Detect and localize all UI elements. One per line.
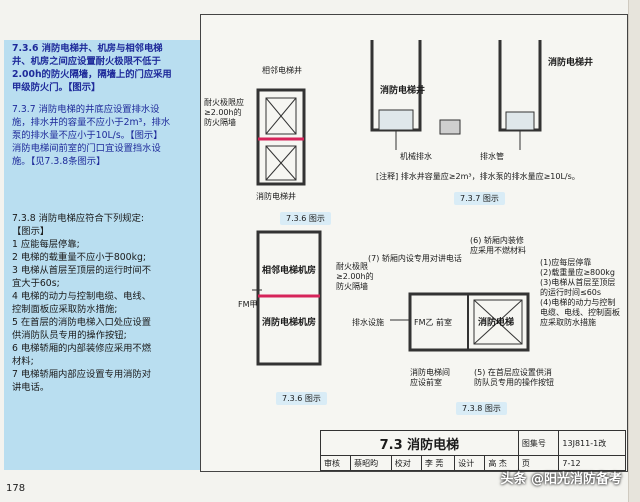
title-block-title: 7.3 消防电梯: [320, 430, 519, 456]
fig737-drain-right-label: 排水管: [480, 152, 504, 161]
clause-7-3-7-line2: 施，排水井的容量不应小于2m³，排水: [12, 117, 171, 128]
title-block-design-label: 设计: [454, 455, 486, 471]
clause-7-3-8-line12: 材料;: [12, 356, 34, 367]
fig736b-wall-label-3: 防火隔墙: [336, 282, 368, 291]
fig737-note: [注释] 排水井容量应≥2m³，排水泵的排水量应≥10L/s。: [376, 172, 580, 181]
clause-7-3-8-line13: 7 电梯轿厢内部应设置专用消防对: [12, 369, 152, 380]
clause-7-3-8-line4: 2 电梯的载重量不应小于800kg;: [12, 252, 147, 263]
fig738-c3-line2: 的运行时间≤60s: [540, 288, 602, 297]
fig738-drain-label: 排水设施: [352, 318, 384, 327]
clause-7-3-8-line9: 5 在首层的消防电梯入口处应设置: [12, 317, 152, 328]
clause-7-3-8-line11: 6 电梯轿厢的内部装修应采用不燃: [12, 343, 152, 354]
title-block-check-label: 校对: [390, 455, 422, 471]
binding-edge: [628, 0, 640, 502]
clause-7-3-7-line3: 泵的排水量不应小于10L/s。【图示】: [12, 130, 163, 141]
title-block-page-number: 7-12: [558, 455, 626, 471]
fig738-c4-line2: 电缆、电线、控制面板: [540, 308, 620, 317]
fig-7-3-8-plan: [390, 292, 530, 352]
fig-7-3-6-machine-rooms: [252, 230, 322, 366]
title-block: 7.3 消防电梯 图集号 13J811-1改 审核 蔡昭昀 校对 李 莞 设计 …: [319, 430, 626, 471]
watermark: 头条 @阳光消防备考: [500, 472, 622, 487]
clause-7-3-6-line2: 井、机房之间应设置耐火极限不低于: [12, 56, 161, 67]
fig736b-door-label: FM甲: [238, 300, 258, 309]
fig736-wall-label-2: ≥2.00h的: [204, 108, 242, 117]
fig736b-top-room-label: 相邻电梯机房: [262, 266, 317, 276]
clause-7-3-6-line3: 2.00h的防火隔墙，隔墙上的门应采用: [12, 69, 172, 80]
fig736-adjacent-shaft-label: 相邻电梯井: [262, 66, 302, 75]
clause-7-3-8-line6: 宜大于60s;: [12, 278, 60, 289]
fig737-shaft-label-2: 消防电梯井: [548, 58, 594, 68]
fig738-c6-line1: (6) 轿厢内装修: [470, 236, 524, 245]
fig736b-wall-label-2: ≥2.00h的: [336, 272, 374, 281]
clause-7-3-7-line4: 消防电梯间前室的门口宜设置挡水设: [12, 143, 161, 154]
fig738-c5-line2: 防队员专用的操作按钮: [474, 378, 554, 387]
fig738-c2: (2)载重量应≥800kg: [540, 268, 616, 277]
title-block-atlas-label: 图集号: [517, 430, 560, 456]
clause-7-3-8-line10: 供消防队员专用的操作按钮;: [12, 330, 127, 341]
fig736-wall-label-1: 耐火极限应: [204, 98, 244, 107]
fig738-c6-line2: 应采用不燃材料: [470, 246, 526, 255]
clause-7-3-8-line8: 控制面板应采取防水措施;: [12, 304, 118, 315]
fig738-c3-line1: (3)电梯从首层至顶层: [540, 278, 616, 287]
fig736b-wall-label-1: 耐火极限: [336, 262, 368, 271]
fig738-elevator-label: 消防电梯: [478, 318, 515, 328]
fig738-c5-line1: (5) 在首层应设置供消: [474, 368, 552, 377]
fig-7-3-7-section: [370, 40, 542, 150]
clause-7-3-8-line5: 3 电梯从首层至顶层的运行时间不: [12, 265, 152, 276]
fig737-drain-left-label: 机械排水: [400, 152, 432, 161]
title-block-review-label: 审核: [319, 455, 352, 471]
fig738-c4-line1: (4)电梯的动力与控制: [540, 298, 616, 307]
title-block-atlas-number: 13J811-1改: [558, 430, 626, 456]
title-block-checker: 李 莞: [420, 455, 456, 471]
clause-7-3-7-line1: 7.3.7 消防电梯的井底应设置排水设: [12, 104, 160, 115]
page-number: 178: [6, 483, 26, 494]
fig736-fire-shaft-label: 消防电梯井: [256, 192, 296, 201]
clause-7-3-8-line2: 【图示】: [12, 226, 50, 237]
clause-7-3-8-line1: 7.3.8 消防电梯应符合下列规定:: [12, 213, 145, 224]
clause-7-3-6-line4: 甲级防火门。【图示】: [12, 82, 101, 93]
title-block-reviewer: 蔡昭昀: [350, 455, 392, 471]
fig738-c1: (1)应每层停靠: [540, 258, 592, 267]
fig-7-3-6-plan: [256, 88, 306, 186]
fig736b-caption: 7.3.6 图示: [276, 392, 327, 405]
fig737-caption: 7.3.7 图示: [454, 192, 505, 205]
fig738-front-room-label: FM乙 前室: [414, 318, 453, 327]
fig738-c7: (7) 轿厢内设专用对讲电话: [368, 254, 462, 263]
clause-7-3-7-line5: 施。【见7.3.8条图示】: [12, 156, 106, 167]
clause-7-3-6-line1: 7.3.6 消防电梯井、机房与相邻电梯: [12, 43, 163, 54]
title-block-page-label: 页: [517, 455, 560, 471]
clause-7-3-8-line14: 讲电话。: [12, 382, 50, 393]
fig738-caption: 7.3.8 图示: [456, 402, 507, 415]
fig737-shaft-label-1: 消防电梯井: [380, 86, 426, 96]
fig738-front-note-1: 消防电梯间: [410, 368, 450, 377]
clause-7-3-8-line7: 4 电梯的动力与控制电缆、电线、: [12, 291, 152, 302]
clause-7-3-8-line3: 1 应能每层停靠;: [12, 239, 80, 250]
fig738-c4-line3: 应采取防水措施: [540, 318, 596, 327]
fig738-front-note-2: 应设前室: [410, 378, 442, 387]
title-block-designer: 高 杰: [484, 455, 519, 471]
fig736-caption: 7.3.6 图示: [280, 212, 331, 225]
clause-text-column: [4, 40, 200, 470]
fig736-wall-label-3: 防火隔墙: [204, 118, 236, 127]
fig736b-bottom-room-label: 消防电梯机房: [262, 318, 317, 328]
